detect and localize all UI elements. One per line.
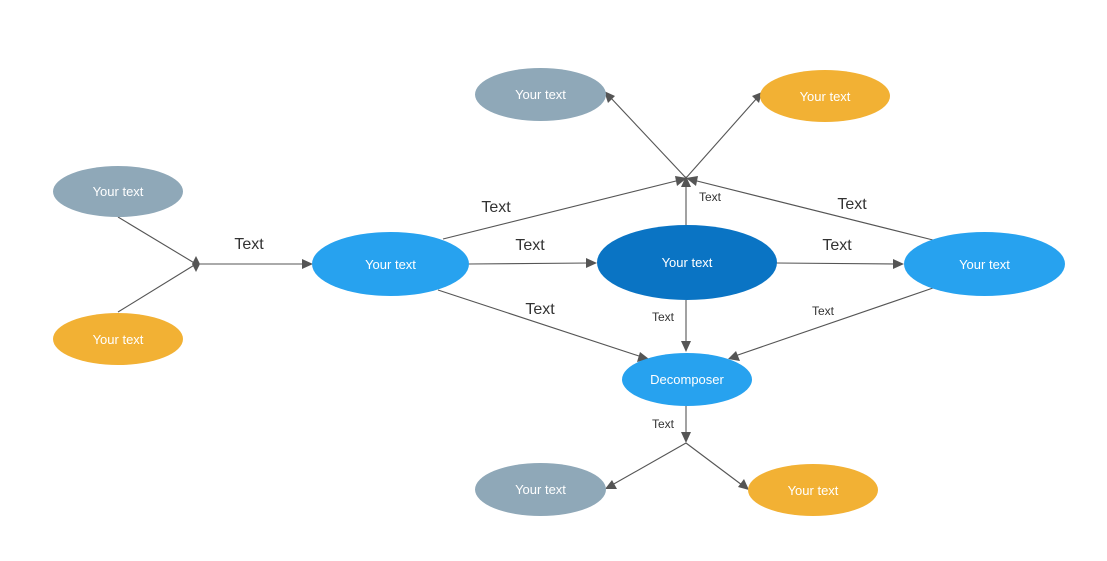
arrowhead-top-from-center bbox=[681, 176, 691, 187]
arrowhead-top-from-right bbox=[686, 176, 698, 186]
node-bottom-left-label: Your text bbox=[515, 482, 566, 497]
node-top-left-label: Your text bbox=[515, 87, 566, 102]
edge-left-top-to-merge bbox=[117, 216, 197, 265]
arrowhead-top-right bbox=[752, 92, 762, 103]
label-input-to-center: Text bbox=[515, 237, 545, 254]
arrowhead-decomposer-from-right bbox=[728, 351, 740, 361]
node-decomposer: Decomposer bbox=[622, 353, 752, 406]
node-right-label: Your text bbox=[959, 256, 1010, 272]
node-bottom-left: Your text bbox=[475, 463, 606, 516]
node-top-right: Your text bbox=[760, 70, 890, 122]
edge-input-to-center bbox=[467, 262, 591, 265]
arrowhead-right bbox=[893, 259, 904, 269]
edge-right-to-top bbox=[692, 179, 934, 241]
node-decomposer-label: Decomposer bbox=[650, 372, 724, 387]
edge-right-to-decomposer bbox=[734, 287, 934, 357]
label-right-to-top: Text bbox=[837, 196, 867, 213]
node-center-label: Your text bbox=[661, 255, 713, 270]
label-input-to-decomposer: Text bbox=[525, 301, 555, 318]
arrowhead-top-left bbox=[604, 91, 615, 103]
merge-diamond bbox=[192, 256, 200, 272]
arrowhead-bottom-right bbox=[738, 479, 749, 490]
node-left-bottom-label: Your text bbox=[92, 331, 144, 347]
label-merge-to-input: Text bbox=[234, 236, 264, 253]
arrowhead-input bbox=[302, 259, 313, 269]
label-input-to-top: Text bbox=[481, 199, 511, 216]
node-left-top-label: Your text bbox=[92, 184, 144, 199]
edge-top-to-top-right bbox=[685, 97, 758, 179]
node-left-top: Your text bbox=[53, 166, 183, 217]
label-decomposer-to-split: Text bbox=[651, 417, 675, 431]
arrowhead-bottom-left bbox=[605, 480, 617, 489]
edge-left-bottom-to-merge bbox=[117, 263, 197, 313]
edge-input-to-decomposer bbox=[437, 289, 643, 358]
node-right: Your text bbox=[904, 232, 1065, 296]
edge-top-to-top-left bbox=[609, 96, 687, 179]
label-center-to-right: Text bbox=[822, 237, 852, 254]
node-bottom-right: Your text bbox=[748, 464, 878, 516]
node-center: Your text bbox=[597, 225, 777, 300]
edge-split-to-bottom-left bbox=[611, 442, 687, 486]
arrowhead-center bbox=[586, 258, 597, 268]
node-left-bottom: Your text bbox=[53, 313, 183, 365]
label-center-to-top: Text bbox=[698, 190, 722, 204]
node-top-left: Your text bbox=[475, 68, 606, 121]
arrowhead-decomposer-from-center bbox=[681, 341, 691, 352]
node-input: Your text bbox=[312, 232, 469, 296]
label-center-to-decomposer: Text bbox=[651, 310, 675, 324]
node-top-right-label: Your text bbox=[799, 88, 851, 104]
label-right-to-decomposer: Text bbox=[811, 304, 835, 318]
arrowhead-top-from-input bbox=[675, 176, 687, 186]
node-bottom-right-label: Your text bbox=[787, 482, 839, 498]
edge-split-to-bottom-right bbox=[685, 442, 743, 486]
edge-center-to-right bbox=[775, 262, 898, 265]
node-input-label: Your text bbox=[365, 256, 416, 272]
arrowhead-split bbox=[681, 432, 691, 443]
edge-input-to-top bbox=[442, 179, 681, 240]
